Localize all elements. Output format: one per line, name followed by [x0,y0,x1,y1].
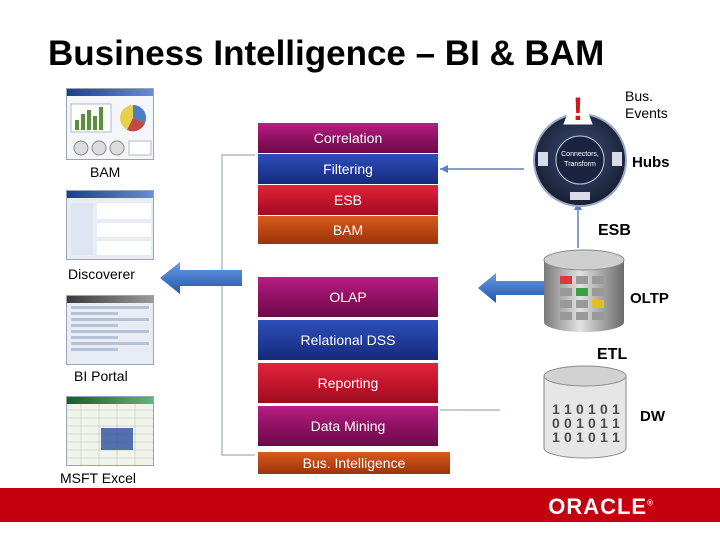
bus-events-label: Bus. Events [625,88,668,121]
bam-label: BAM [90,164,121,180]
discoverer-label: Discoverer [68,266,135,282]
reporting-label: Reporting [317,375,379,391]
dw-bit: 0 [600,401,608,417]
discoverer-screenshot [66,190,154,260]
olap-bar: OLAP [258,277,438,317]
data-mining-bar: Data Mining [258,406,438,446]
dw-bit: 1 [564,401,572,417]
dw-bit: 1 [612,429,620,445]
dw-bit: 0 [576,401,584,417]
msft-excel-screenshot [66,396,154,466]
footer-bar: ORACLE® [0,488,720,522]
svg-text:!: ! [573,91,584,126]
hub-disk-icon: Connectors, Transform [533,113,627,207]
dw-label: DW [640,408,665,425]
spreadsheet-grid-icon [67,404,153,465]
reporting-bar: Reporting [258,363,438,403]
bi-portal-screenshot [66,295,154,365]
dw-bit: 1 [612,415,620,431]
filtering-bar: Filtering [258,154,438,184]
bus-intelligence-label: Bus. Intelligence [302,455,406,471]
esb-bar: ESB [258,185,438,215]
data-mining-label: Data Mining [310,418,386,434]
oltp-label: OLTP [630,290,669,307]
bam-dashboard-screenshot [66,88,154,160]
bi-portal-label: BI Portal [74,368,128,384]
relational-dss-label: Relational DSS [300,332,396,348]
dw-bit: 1 [576,415,584,431]
dw-bit: 1 [588,401,596,417]
dw-bit: 0 [564,429,572,445]
bus-intelligence-bar: Bus. Intelligence [258,452,450,474]
oltp-arrow-icon [478,273,544,303]
msft-excel-label: MSFT Excel [60,470,136,486]
bam-bar-label: BAM [332,222,364,238]
correlation-bar: Correlation [258,123,438,153]
left-arrow-icon [160,262,242,294]
oltp-database-icon [543,249,625,332]
hub-center-bottom-text: Transform [564,161,596,168]
dw-bit: 1 [612,401,620,417]
dw-bit: 1 [600,415,608,431]
esb-right-label: ESB [598,222,631,239]
dw-bit: 1 [600,429,608,445]
page-title: Business Intelligence – BI & BAM [48,34,605,73]
warning-exclamation-icon: ! [563,86,593,126]
hubs-label: Hubs [632,154,670,171]
etl-label: ETL [597,346,628,363]
oracle-brand-text: ORACLE [548,494,648,519]
dw-bit: 1 [576,429,584,445]
dw-bit: 1 [552,429,560,445]
dw-bit: 0 [564,415,572,431]
dw-bit: 0 [588,429,596,445]
relational-dss-bar: Relational DSS [258,320,438,360]
correlation-label: Correlation [313,130,383,146]
esb-bar-label: ESB [333,192,362,208]
hub-center-top-text: Connectors, [561,151,599,158]
dw-bit: 0 [552,415,560,431]
dashboard-chart-icon [70,103,152,156]
olap-label: OLAP [329,289,367,305]
oracle-logo: ORACLE® [548,494,654,519]
bam-bar: BAM [258,216,438,244]
dw-bit: 1 [552,401,560,417]
dw-bit: 0 [588,415,596,431]
filtering-label: Filtering [323,161,373,177]
